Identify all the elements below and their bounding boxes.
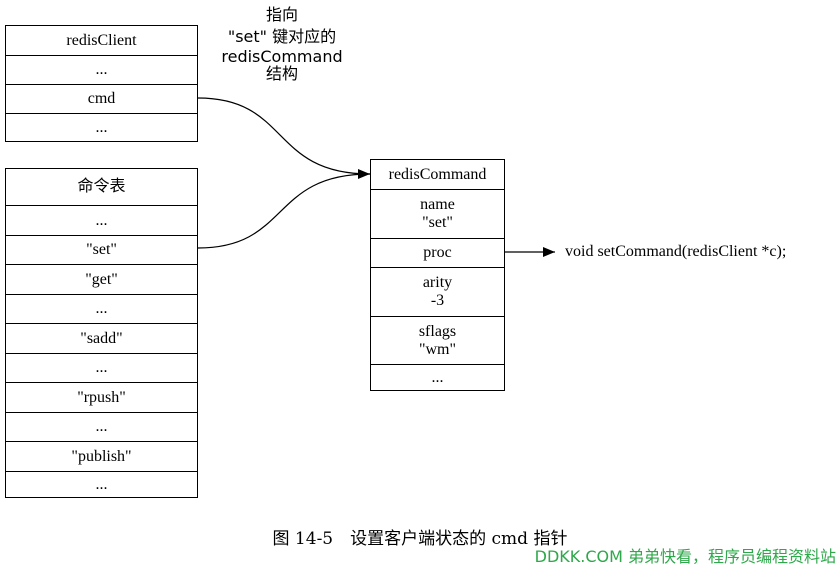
annotation-line: 结构: [265, 64, 298, 83]
redis-client-ellipsis: ...: [6, 55, 197, 84]
watermark: DDKK.COM 弟弟快看，程序员编程资料站: [534, 547, 836, 566]
command-table-box: 命令表 ... "set" "get" ... "sadd" ... "rpus…: [5, 168, 198, 498]
redis-command-arity-field: arity -3: [371, 267, 504, 316]
pointer-annotation: 指向 "set" 键对应的 redisCommand 结构: [214, 4, 350, 82]
table-row: ...: [6, 294, 197, 323]
table-row: ...: [6, 205, 197, 235]
redis-client-box: redisClient ... cmd ...: [5, 25, 198, 142]
redis-client-cmd-field: cmd: [6, 84, 197, 113]
redis-command-box: redisCommand name "set" proc arity -3 sf…: [370, 159, 505, 391]
redis-command-name-field: name "set": [371, 189, 504, 238]
redis-command-sflags-field: sflags "wm": [371, 316, 504, 364]
redis-client-ellipsis: ...: [6, 113, 197, 141]
command-table-title: 命令表: [77, 178, 126, 195]
redis-client-title: redisClient: [66, 31, 137, 49]
table-row: ...: [6, 353, 197, 382]
table-row: "get": [6, 264, 197, 294]
table-row: "sadd": [6, 323, 197, 353]
annotation-line: "set" 键对应的: [227, 27, 337, 46]
table-row: ...: [6, 412, 197, 441]
redis-command-title: redisCommand: [388, 165, 487, 183]
set-to-rediscommand-arrow: [197, 173, 371, 249]
cmd-to-rediscommand-arrow: [197, 97, 371, 179]
table-row: ...: [6, 471, 197, 497]
annotation-line: 指向: [265, 5, 298, 24]
proc-target-function: void setCommand(redisClient *c);: [565, 243, 787, 260]
table-row-set: "set": [6, 235, 197, 264]
table-row: "rpush": [6, 382, 197, 412]
figure-caption: 图 14-5 设置客户端状态的 cmd 指针: [272, 529, 568, 549]
redis-command-ellipsis: ...: [371, 364, 504, 390]
annotation-line: redisCommand: [221, 47, 343, 66]
table-row: "publish": [6, 441, 197, 471]
redis-command-proc-field: proc: [371, 238, 504, 267]
